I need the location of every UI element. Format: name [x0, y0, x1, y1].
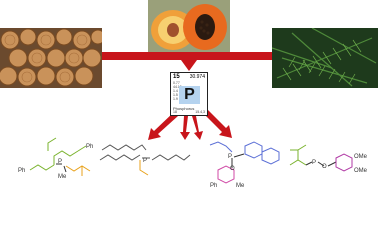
phosphine-products: P Ph Ph Me P P O Ph Me P O OMe OMe: [18, 137, 368, 189]
pine-branch-photo: [272, 28, 378, 88]
product-3-o: O: [230, 166, 235, 172]
element-info-2: 44.15: [173, 85, 182, 89]
product-1-ph-left: Ph: [18, 168, 25, 174]
product-3-ph: Ph: [210, 183, 217, 189]
element-symbol: P: [184, 86, 195, 103]
phosphorus-element-card: 15 30.974 0.77 44.15 1.4 1.5 1.9 P Phosp…: [170, 72, 208, 116]
product-4-structure: [289, 144, 353, 172]
element-info-3: 1.4: [173, 89, 178, 93]
element-info-5: 1.9: [173, 97, 178, 101]
papaya-photo: [148, 0, 230, 55]
element-footer-right: 15.4,3: [195, 110, 205, 114]
arrow-to-product-1: [148, 112, 178, 140]
element-info-1: 0.77: [173, 81, 180, 85]
product-4-p: P: [312, 160, 316, 166]
product-1-structure: [29, 137, 91, 176]
product-2-structure: [99, 144, 191, 176]
product-3-structure: [209, 141, 280, 184]
product-1-me: Me: [58, 174, 67, 180]
product-1-ph-right: Ph: [86, 144, 93, 150]
arrow-to-phosphorus: [181, 60, 197, 71]
product-4-o: O: [322, 164, 327, 170]
product-4-ome-2: OMe: [354, 168, 368, 174]
arrow-to-product-3: [192, 116, 203, 140]
product-3-p: P: [228, 154, 232, 160]
element-footer-left: 18: [173, 110, 177, 114]
product-1-p: P: [58, 159, 62, 165]
atomic-number: 15: [173, 74, 180, 80]
atomic-mass: 30.974: [189, 74, 205, 80]
element-info-4: 1.5: [173, 93, 178, 97]
product-3-me: Me: [236, 183, 245, 189]
arrows-diagram: [102, 52, 272, 140]
arrow-to-product-4: [202, 108, 232, 138]
arrow-to-product-2: [180, 116, 190, 140]
element-symbol-box: P: [179, 86, 200, 104]
product-2-p: P: [143, 158, 147, 164]
element-name: Phosphorus: [173, 106, 195, 111]
papaya-stem: [185, 55, 193, 63]
product-4-ome-1: OMe: [354, 154, 368, 160]
wood-logs-photo: [0, 28, 102, 88]
